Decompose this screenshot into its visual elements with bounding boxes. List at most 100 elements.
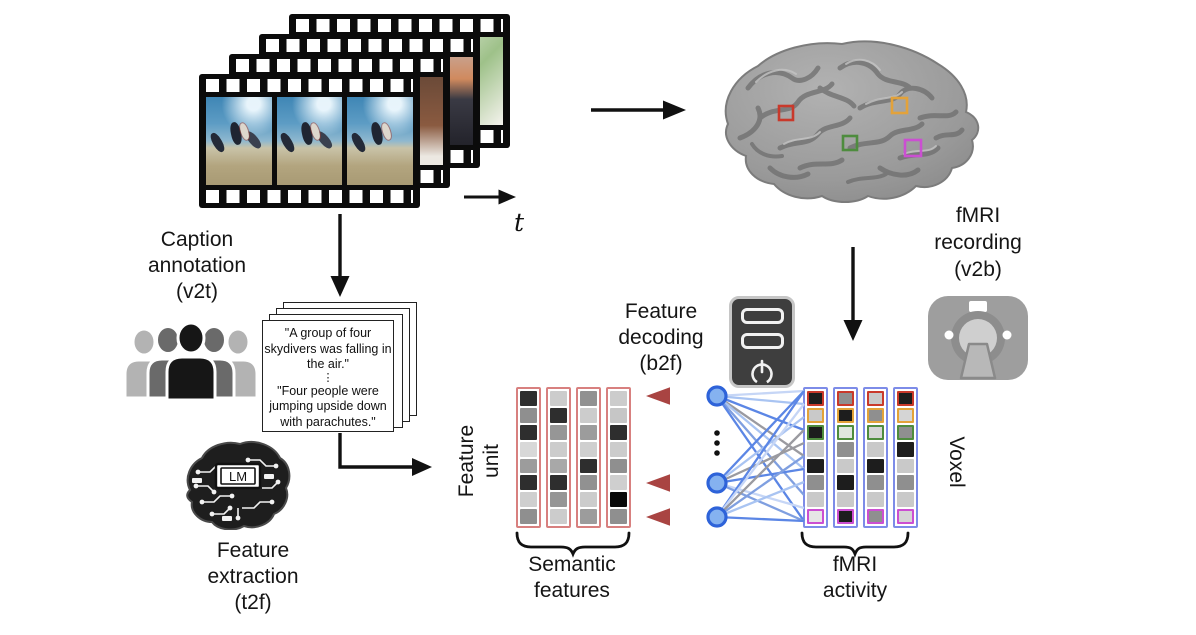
matrix-cell — [867, 408, 884, 423]
language-model-circuit-brain-icon: LM — [186, 440, 291, 530]
film-frames — [206, 97, 414, 185]
matrix-cell — [550, 508, 567, 524]
matrix-cell — [580, 441, 597, 457]
decoder-network — [646, 385, 805, 528]
matrix-cell — [610, 391, 627, 407]
caption-annotation-label: Caption annotation (v2t) — [147, 228, 247, 303]
matrix-cell — [897, 492, 914, 507]
matrix-cell — [807, 424, 824, 440]
matrix-cell — [867, 424, 884, 440]
network-edge — [716, 467, 805, 485]
matrix-cell — [550, 441, 567, 457]
matrix-column — [516, 387, 541, 528]
film-strip-icon — [199, 74, 420, 208]
matrix-cell — [580, 492, 597, 507]
matrix-cell — [610, 508, 627, 524]
ellipsis-dot — [714, 450, 720, 456]
skydiver-figure — [278, 131, 297, 155]
matrix-cell — [837, 391, 854, 407]
sprocket-row — [236, 59, 443, 72]
matrix-cell — [550, 492, 567, 507]
network-edge — [716, 441, 805, 485]
network-edge — [716, 394, 805, 406]
matrix-cell — [837, 424, 854, 440]
matrix-cell — [867, 391, 884, 407]
matrix-cell — [520, 424, 537, 440]
power-icon — [751, 359, 773, 385]
time-axis-label: t — [513, 208, 525, 237]
network-edge — [716, 515, 805, 523]
network-node — [706, 385, 728, 407]
crowd-annotators-icon — [126, 321, 256, 402]
network-edge — [716, 481, 805, 523]
matrix-cell — [837, 475, 854, 491]
decode-arrowhead — [646, 387, 670, 405]
ellipsis-dot — [714, 430, 720, 436]
matrix-cell — [897, 408, 914, 423]
matrix-cell — [550, 424, 567, 440]
brain-roi-square — [903, 138, 923, 158]
server-tower-icon — [729, 296, 795, 388]
network-edge — [716, 480, 805, 519]
matrix-cell — [580, 475, 597, 491]
network-edge — [716, 403, 805, 518]
sprocket-row — [266, 39, 473, 52]
matrix-cell — [610, 458, 627, 474]
matrix-cell — [837, 441, 854, 457]
matrix-cell — [837, 508, 854, 524]
matrix-column — [833, 387, 858, 528]
network-edge — [716, 390, 805, 484]
brain-roi-square — [841, 134, 859, 152]
matrix-cell — [867, 508, 884, 524]
network-edge — [716, 395, 805, 470]
matrix-cell — [520, 441, 537, 457]
matrix-cell — [610, 492, 627, 507]
network-edge — [716, 481, 805, 510]
decode-arrowhead — [646, 474, 670, 492]
mri-scanner-icon — [928, 296, 1028, 380]
fmri-activity-label: fMRI activity — [822, 553, 888, 602]
matrix-cell — [807, 492, 824, 507]
matrix-cell — [550, 391, 567, 407]
matrix-cell — [580, 424, 597, 440]
skydiver-figure — [349, 131, 368, 155]
network-edge — [716, 389, 805, 398]
matrix-column — [863, 387, 888, 528]
matrix-cell — [897, 458, 914, 474]
network-edge — [716, 395, 805, 522]
matrix-cell — [807, 441, 824, 457]
matrix-column — [546, 387, 571, 528]
skydiver-figure — [207, 131, 227, 155]
matrix-cell — [897, 424, 914, 440]
matrix-cell — [837, 408, 854, 423]
sprocket-row — [296, 19, 503, 32]
brain-roi-square — [890, 96, 909, 115]
matrix-cell — [520, 408, 537, 423]
video-frame-skydivers — [206, 97, 272, 185]
matrix-cell — [550, 458, 567, 474]
matrix-cell — [897, 475, 914, 491]
video-frame-skydivers — [276, 97, 343, 185]
network-node — [706, 472, 728, 494]
matrix-cell — [610, 424, 627, 440]
video-frame-skydivers — [347, 97, 414, 185]
matrix-cell — [610, 475, 627, 491]
matrix-cell — [807, 475, 824, 491]
matrix-cell — [867, 475, 884, 491]
matrix-cell — [807, 458, 824, 474]
semantic-features-matrix — [516, 387, 631, 528]
matrix-cell — [550, 475, 567, 491]
matrix-column — [606, 387, 631, 528]
matrix-cell — [520, 492, 537, 507]
matrix-cell — [520, 458, 537, 474]
network-edge — [716, 390, 805, 518]
server-slot — [740, 333, 784, 349]
brain-roi-markers — [777, 96, 923, 158]
matrix-cell — [550, 408, 567, 423]
ellipsis: ⋮ — [322, 371, 334, 384]
brain-roi-square — [777, 104, 795, 122]
matrix-cell — [867, 458, 884, 474]
network-edge — [716, 395, 805, 496]
matrix-cell — [580, 458, 597, 474]
matrix-cell — [867, 492, 884, 507]
